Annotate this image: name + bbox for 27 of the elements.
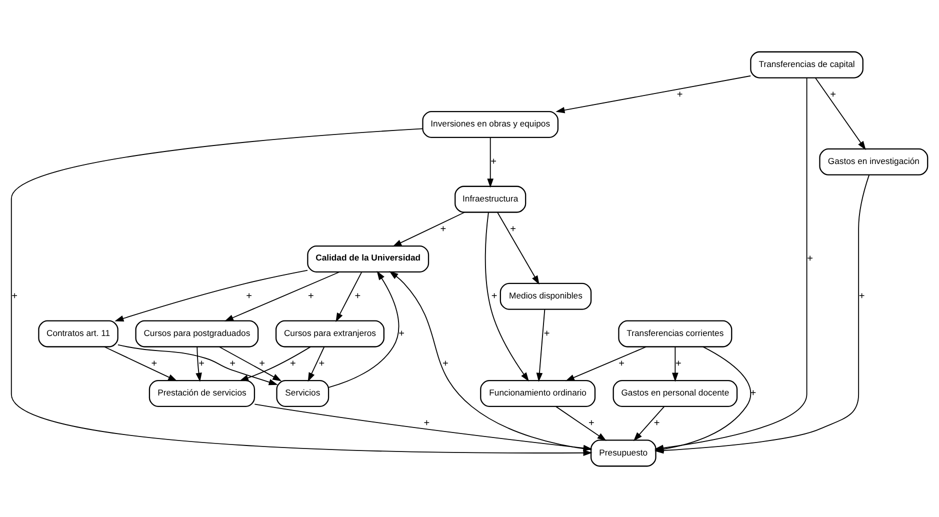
edge-label: + xyxy=(490,156,497,168)
edge-label: + xyxy=(354,290,361,302)
edge-label: + xyxy=(858,290,865,302)
edge-label: + xyxy=(588,417,594,428)
edge-label: + xyxy=(290,358,296,369)
edge-label: + xyxy=(198,358,205,369)
edge-label: + xyxy=(308,290,314,302)
edge-label: + xyxy=(442,358,448,369)
edge-label: + xyxy=(12,290,18,302)
edge-label: + xyxy=(246,290,252,302)
edge-label: + xyxy=(544,328,550,339)
edge-label: + xyxy=(830,88,836,100)
edge-label: + xyxy=(654,417,660,428)
edge-label: + xyxy=(230,358,236,369)
edge-label: + xyxy=(151,358,158,369)
edge-label: + xyxy=(807,253,813,264)
edge-label: + xyxy=(510,223,516,234)
edge-label: + xyxy=(491,290,498,302)
edge-label: + xyxy=(676,88,683,100)
edge-label: + xyxy=(424,417,430,428)
edge-label: + xyxy=(398,328,404,339)
edge-label: + xyxy=(440,223,446,234)
edge-label: + xyxy=(259,358,265,369)
edge-label: + xyxy=(618,358,625,369)
edge-label: + xyxy=(318,358,325,369)
edge-label: + xyxy=(750,388,756,399)
edge-label: + xyxy=(675,358,682,369)
